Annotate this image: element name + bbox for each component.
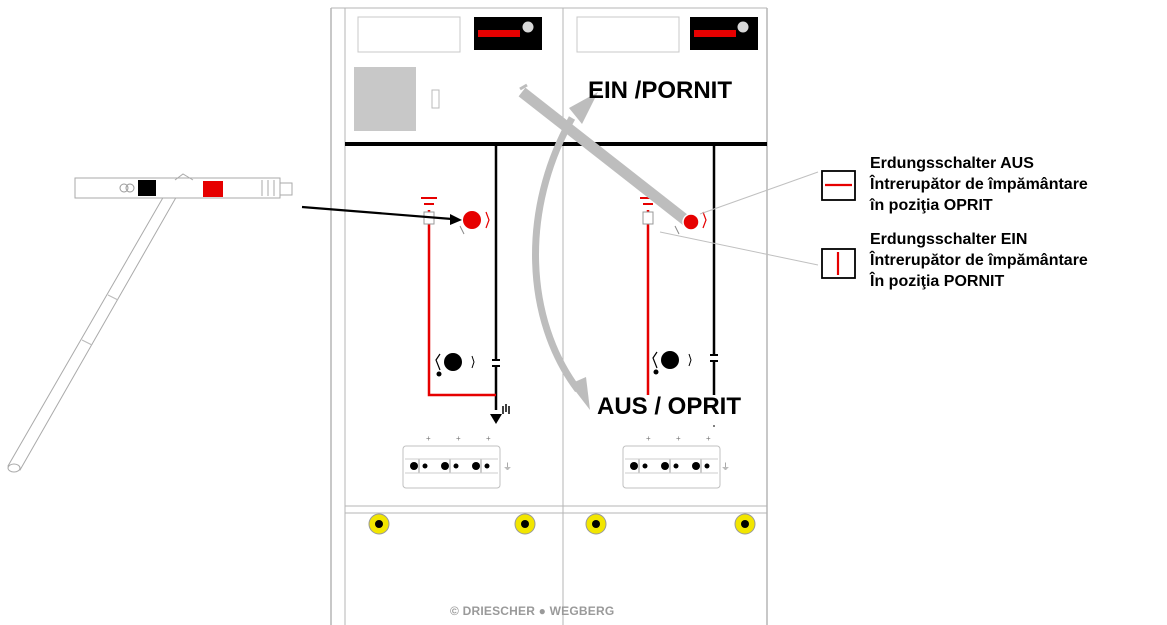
- window-left: [357, 16, 461, 53]
- svg-text:⏚: ⏚: [503, 462, 512, 472]
- svg-text:+: +: [646, 434, 651, 443]
- svg-text:+: +: [456, 434, 461, 443]
- legend-open-line-3: în poziţia OPRIT: [870, 197, 993, 214]
- bolts: [368, 513, 756, 535]
- rotation-arrow: [532, 116, 581, 393]
- switch-open-symbol: [821, 170, 856, 201]
- legend-open-line-2: Întrerupător de împământare: [870, 176, 1088, 193]
- bay-right: + + + ⏚: [622, 144, 730, 489]
- copyright-left: DRIESCHER: [462, 604, 536, 618]
- label-on: EIN /PORNIT: [588, 77, 733, 104]
- bolt-2: [514, 513, 536, 535]
- bolt-4: [734, 513, 756, 535]
- copyright: © DRIESCHER ● WEGBERG: [450, 604, 614, 618]
- earthing-switch-right[interactable]: [682, 213, 700, 231]
- bolt-1: [368, 513, 390, 535]
- window-right: [576, 16, 680, 53]
- svg-text:+: +: [706, 434, 711, 443]
- keyhole: [431, 89, 440, 109]
- legend-closed-line-1: Erdungsschalter EIN: [870, 231, 1028, 248]
- svg-text:+: +: [486, 434, 491, 443]
- nameplate: [354, 67, 416, 131]
- copyright-symbol: ©: [450, 604, 460, 618]
- bay-left: + + + ⏚: [402, 144, 512, 489]
- operating-lever: [7, 173, 293, 473]
- legend-closed-line-3: În poziţia PORNIT: [870, 273, 1005, 290]
- legend-open-line-1: Erdungsschalter AUS: [870, 155, 1034, 172]
- indicator-left: [474, 17, 542, 50]
- label-off: AUS / OPRIT: [597, 393, 742, 420]
- svg-text:⏚: ⏚: [721, 462, 730, 472]
- terminal-block-right: [622, 445, 721, 489]
- svg-text:+: +: [426, 434, 431, 443]
- legend-open-text: Erdungsschalter AUS Întrerupător de împă…: [870, 153, 1088, 216]
- svg-text:+: +: [676, 434, 681, 443]
- switch-closed-symbol: [821, 248, 856, 279]
- legend-closed-text: Erdungsschalter EIN Întrerupător de împă…: [870, 229, 1088, 292]
- bolt-3: [585, 513, 607, 535]
- legend-closed-line-2: Întrerupător de împământare: [870, 252, 1088, 269]
- terminal-block-left: [402, 445, 501, 489]
- insert-arrow: [301, 205, 453, 221]
- lever-diagonal: [518, 87, 692, 227]
- copyright-separator: ●: [538, 604, 547, 618]
- earthing-switch-left[interactable]: [463, 211, 481, 229]
- load-switch-left[interactable]: [444, 353, 462, 371]
- copyright-right: WEGBERG: [549, 604, 615, 618]
- cabinet: [330, 7, 768, 625]
- load-switch-right[interactable]: [661, 351, 679, 369]
- indicator-right: [690, 17, 758, 50]
